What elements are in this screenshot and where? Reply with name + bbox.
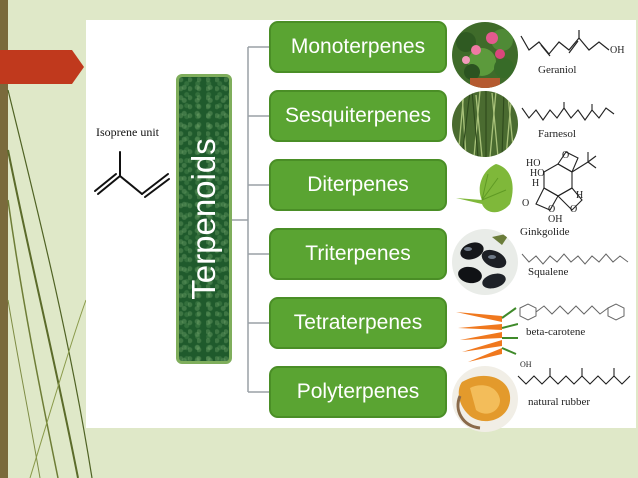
ginkgolide-o-4: O <box>562 150 570 161</box>
olives-image <box>452 229 518 295</box>
ginkgolide-oh: OH <box>548 214 563 225</box>
ginkgolide-ho-1: HO <box>526 158 541 169</box>
ginkgolide-ho-2: HO <box>530 168 545 179</box>
ginkgolide-o-3: O <box>548 204 556 215</box>
carrots-image <box>452 298 518 364</box>
isoprene-structure-icon <box>94 151 170 198</box>
isoprene-label: Isoprene unit <box>96 125 159 139</box>
polyterpenes-box: Polyterpenes <box>269 366 447 418</box>
flower-pot-image <box>452 22 518 88</box>
rubber-image <box>452 366 518 432</box>
sesquiterpenes-box: Sesquiterpenes <box>269 90 447 142</box>
natural-rubber-label: natural rubber <box>528 396 590 408</box>
ginkgolide-structure-icon <box>535 151 597 211</box>
grass-image <box>452 91 518 157</box>
terpenoids-label: Terpenoids <box>185 138 222 300</box>
ginkgolide-h-2: H <box>576 190 584 201</box>
geraniol-structure-icon <box>520 30 610 57</box>
ginkgo-leaf-image <box>452 160 518 226</box>
ginkgolide-label: Ginkgolide <box>520 226 570 238</box>
terpenoids-root-box: Terpenoids <box>176 74 232 364</box>
ginkgolide-o-1: O <box>522 198 530 209</box>
red-arrow-tab <box>0 50 84 84</box>
geraniol-label: Geraniol <box>538 64 577 76</box>
farnesol-structure-icon <box>521 102 615 121</box>
beta-carotene-label: beta-carotene <box>526 326 586 338</box>
beta-carotene-structure-icon <box>519 303 625 321</box>
tetraterpenes-box: Tetraterpenes <box>269 297 447 349</box>
monoterpenes-box: Monoterpenes <box>269 21 447 73</box>
squalene-label: Squalene <box>528 266 569 278</box>
ginkgolide-h-1: H <box>532 178 540 189</box>
triterpenes-box: Triterpenes <box>269 228 447 280</box>
ginkgolide-o-2: O <box>570 204 578 215</box>
farnesol-label: Farnesol <box>538 128 576 140</box>
squalene-structure-icon <box>521 253 629 265</box>
rubber-oh-label: OH <box>520 360 532 369</box>
diterpenes-box: Diterpenes <box>269 159 447 211</box>
geraniol-oh-label: OH <box>610 45 625 56</box>
natural-rubber-structure-icon <box>517 368 631 385</box>
